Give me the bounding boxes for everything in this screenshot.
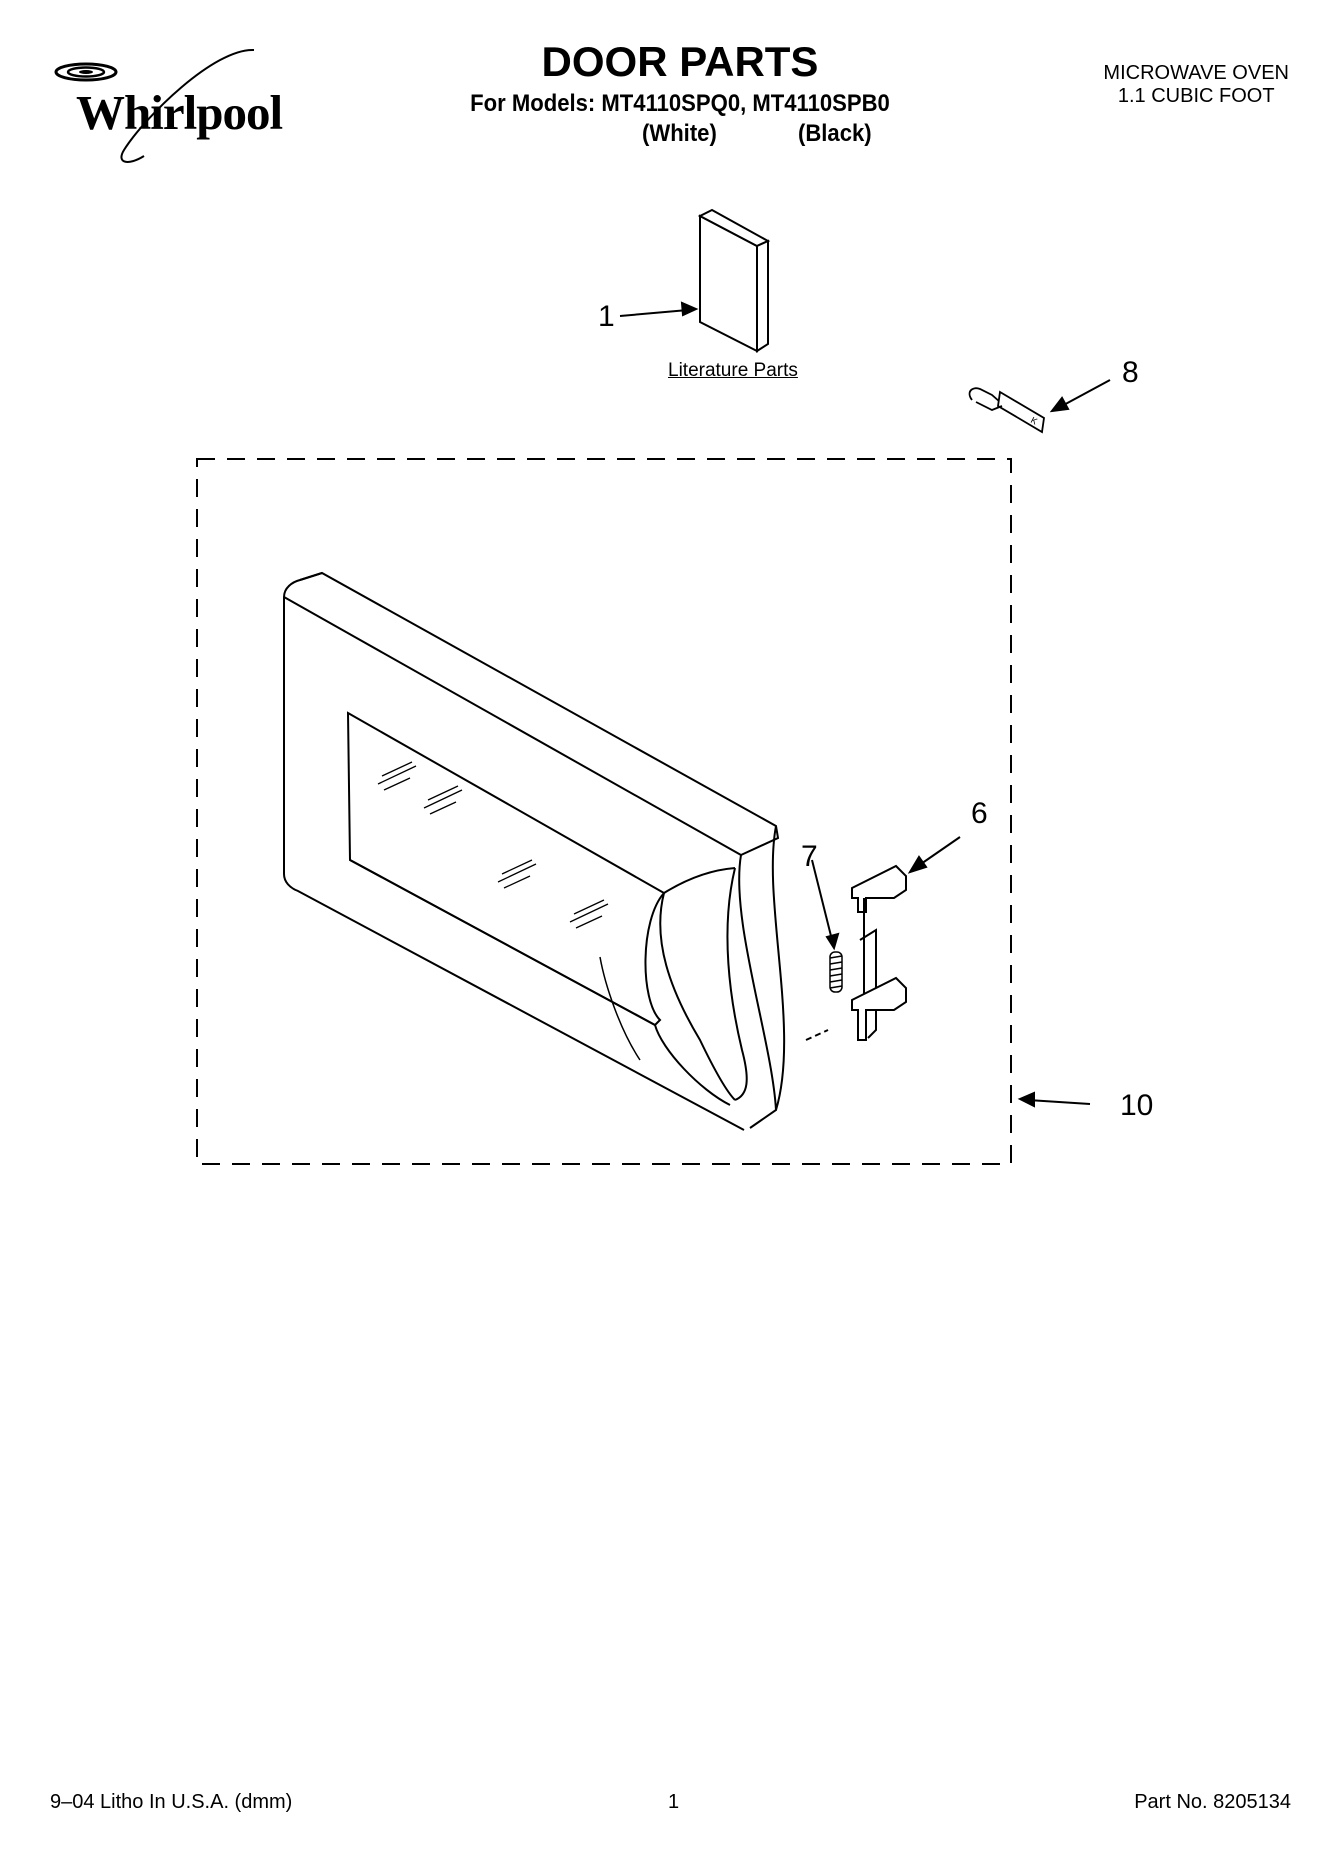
product-line-1: MICROWAVE OVEN (1103, 62, 1289, 84)
leader-6 (917, 836, 961, 867)
callout-1: 1 (598, 300, 615, 333)
hook-bracket-icon: K (968, 387, 1045, 434)
brand-name: Whirlpool (76, 85, 283, 140)
page-number: 1 (668, 1791, 680, 1813)
door-icon (283, 571, 786, 1131)
product-description: MICROWAVE OVEN 1.1 CUBIC FOOT (1103, 62, 1289, 108)
leader-lines (619, 301, 1111, 1108)
latch-icon (851, 864, 907, 1041)
callout-8: 8 (1122, 356, 1139, 389)
logo-swoosh-icon (54, 48, 255, 163)
models-line: For Models: MT4110SPQ0, MT4110SPB0 (470, 90, 890, 117)
variant-white: (White) (642, 120, 717, 147)
variant-black: (Black) (798, 120, 872, 147)
leader-8 (1059, 379, 1111, 408)
glass-glare-marks (377, 761, 609, 929)
part-number: Part No. 8205134 (1134, 1791, 1291, 1813)
literature-parts-label: Literature Parts (668, 360, 798, 381)
page-title: DOOR PARTS (541, 38, 819, 85)
spring-icon (829, 951, 843, 993)
footer-litho: 9–04 Litho In U.S.A. (dmm) (50, 1791, 293, 1813)
callout-7: 7 (801, 840, 818, 873)
leader-10 (1027, 1099, 1091, 1105)
leader-1 (619, 309, 689, 317)
callout-6: 6 (971, 797, 988, 830)
leader-spring-dash (805, 1029, 829, 1041)
product-line-2: 1.1 CUBIC FOOT (1117, 85, 1275, 107)
assembly-boundary (196, 458, 1012, 1165)
leader-7 (811, 859, 833, 941)
svg-text:K: K (1029, 415, 1039, 427)
callout-10: 10 (1120, 1089, 1154, 1122)
literature-booklet-icon (697, 208, 771, 353)
whirlpool-logo: Whirlpool (44, 38, 290, 168)
